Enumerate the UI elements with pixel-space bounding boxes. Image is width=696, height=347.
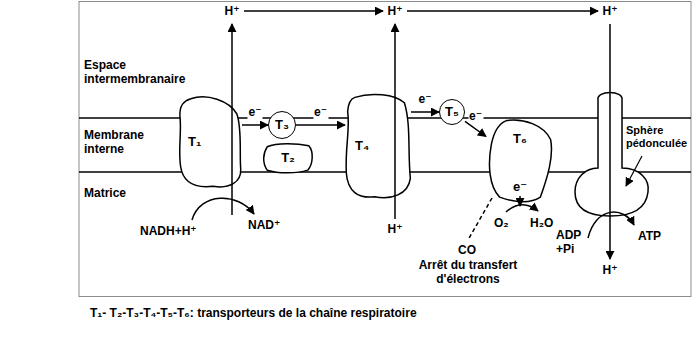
label-anchor: Matrice (84, 186, 126, 200)
label-anchor: e⁻ (417, 92, 432, 106)
carrier-circle: T₅ (439, 99, 465, 125)
label-anchor: H⁺ (388, 222, 403, 236)
carrier-protein: T₆ e⁻ (486, 118, 554, 204)
label-anchor: ADP +Pi (556, 228, 588, 256)
carrier-name: T₆ (513, 132, 527, 146)
proton-arrow (394, 24, 396, 219)
molecule-label: NAD⁺ (248, 218, 280, 232)
part-label: Sphère pédonculée (626, 124, 690, 150)
carrier-shape (346, 94, 410, 197)
caption-anchor: T₁- T₂-T₃-T₄-T₅-T₆: transporteurs de la … (90, 306, 417, 320)
carrier-outline (345, 92, 411, 200)
molecule-label: O₂ (494, 216, 509, 230)
carrier-name: T₄ (355, 139, 369, 153)
molecule-label: NADH+H⁺ (140, 224, 197, 238)
proton-label: H⁺ (388, 222, 403, 236)
label-anchor: O₂ (494, 216, 509, 230)
molecule-label: ADP +Pi (556, 228, 588, 256)
label-anchor: NAD⁺ (248, 218, 280, 232)
carrier-name: T₃ (275, 118, 289, 132)
label-anchor: ATP (638, 229, 661, 243)
label-anchor: NADH+H⁺ (140, 224, 197, 238)
proton-label: H⁺ (603, 263, 618, 277)
proton-label: H⁺ (603, 4, 618, 18)
label-anchor: e⁻ (313, 105, 328, 119)
proton-arrow (231, 24, 233, 215)
inhibitor-label: CO (458, 243, 476, 257)
figure-frame (79, 2, 691, 297)
carrier-protein: T₄ (345, 92, 411, 200)
label-anchor: H⁺ (603, 263, 618, 277)
proton-label: H⁺ (225, 4, 240, 18)
atp-synthase (575, 93, 648, 217)
region-label: Espace intermembranaire (84, 58, 196, 86)
electron-transfer-arrow (465, 121, 486, 136)
molecule-label: ATP (638, 229, 661, 243)
label-anchor: CO (458, 243, 476, 257)
inhibition-line (468, 198, 492, 240)
electron-transfer-arrow (411, 111, 439, 113)
proton-flow-arrow (407, 10, 598, 12)
carrier-name: T₁ (188, 135, 201, 149)
label-anchor: e⁻ (468, 109, 483, 123)
carrier-circle: T₃ (268, 111, 296, 139)
region-label: Matrice (84, 186, 126, 200)
label-anchor: Membrane interne (84, 128, 156, 156)
phosphorylation-arrow (588, 212, 634, 238)
electron-label: e⁻ (313, 105, 328, 119)
label-anchor: H⁺ (388, 4, 403, 18)
carrier-name: T₂ (281, 151, 295, 165)
proton-arrow (609, 24, 611, 259)
proton-flow-arrow (244, 10, 383, 12)
molecule-label: H₂O (530, 216, 553, 230)
electron-label: e⁻ (247, 105, 262, 119)
region-label: Membrane interne (84, 128, 156, 156)
reduction-arrow (506, 205, 538, 212)
oxidation-arrow (192, 198, 254, 220)
label-anchor: Espace intermembranaire (84, 58, 196, 86)
electron-label: e⁻ (513, 180, 527, 194)
proton-label: H⁺ (388, 4, 403, 18)
electron-label: e⁻ (417, 92, 432, 106)
electron-label: e⁻ (468, 109, 483, 123)
label-anchor: H⁺ (603, 4, 618, 18)
carrier-name: T₅ (445, 105, 459, 119)
label-anchor: Arrêt du transfert d'électrons (408, 258, 528, 286)
electron-transfer-arrow (296, 124, 345, 126)
carrier-protein: T₂ (262, 142, 314, 174)
carrier-shape (489, 120, 551, 202)
electron-transfer-arrow (242, 124, 268, 126)
label-anchor: e⁻ (247, 105, 262, 119)
label-anchor: Sphère pédonculée (626, 124, 690, 150)
carrier-shape (264, 144, 313, 173)
label-anchor: H₂O (530, 216, 553, 230)
label-anchor: H⁺ (225, 4, 240, 18)
pointer-arrow (626, 156, 642, 186)
note-label: Arrêt du transfert d'électrons (408, 258, 528, 286)
figure-caption: T₁- T₂-T₃-T₄-T₅-T₆: transporteurs de la … (90, 306, 417, 320)
